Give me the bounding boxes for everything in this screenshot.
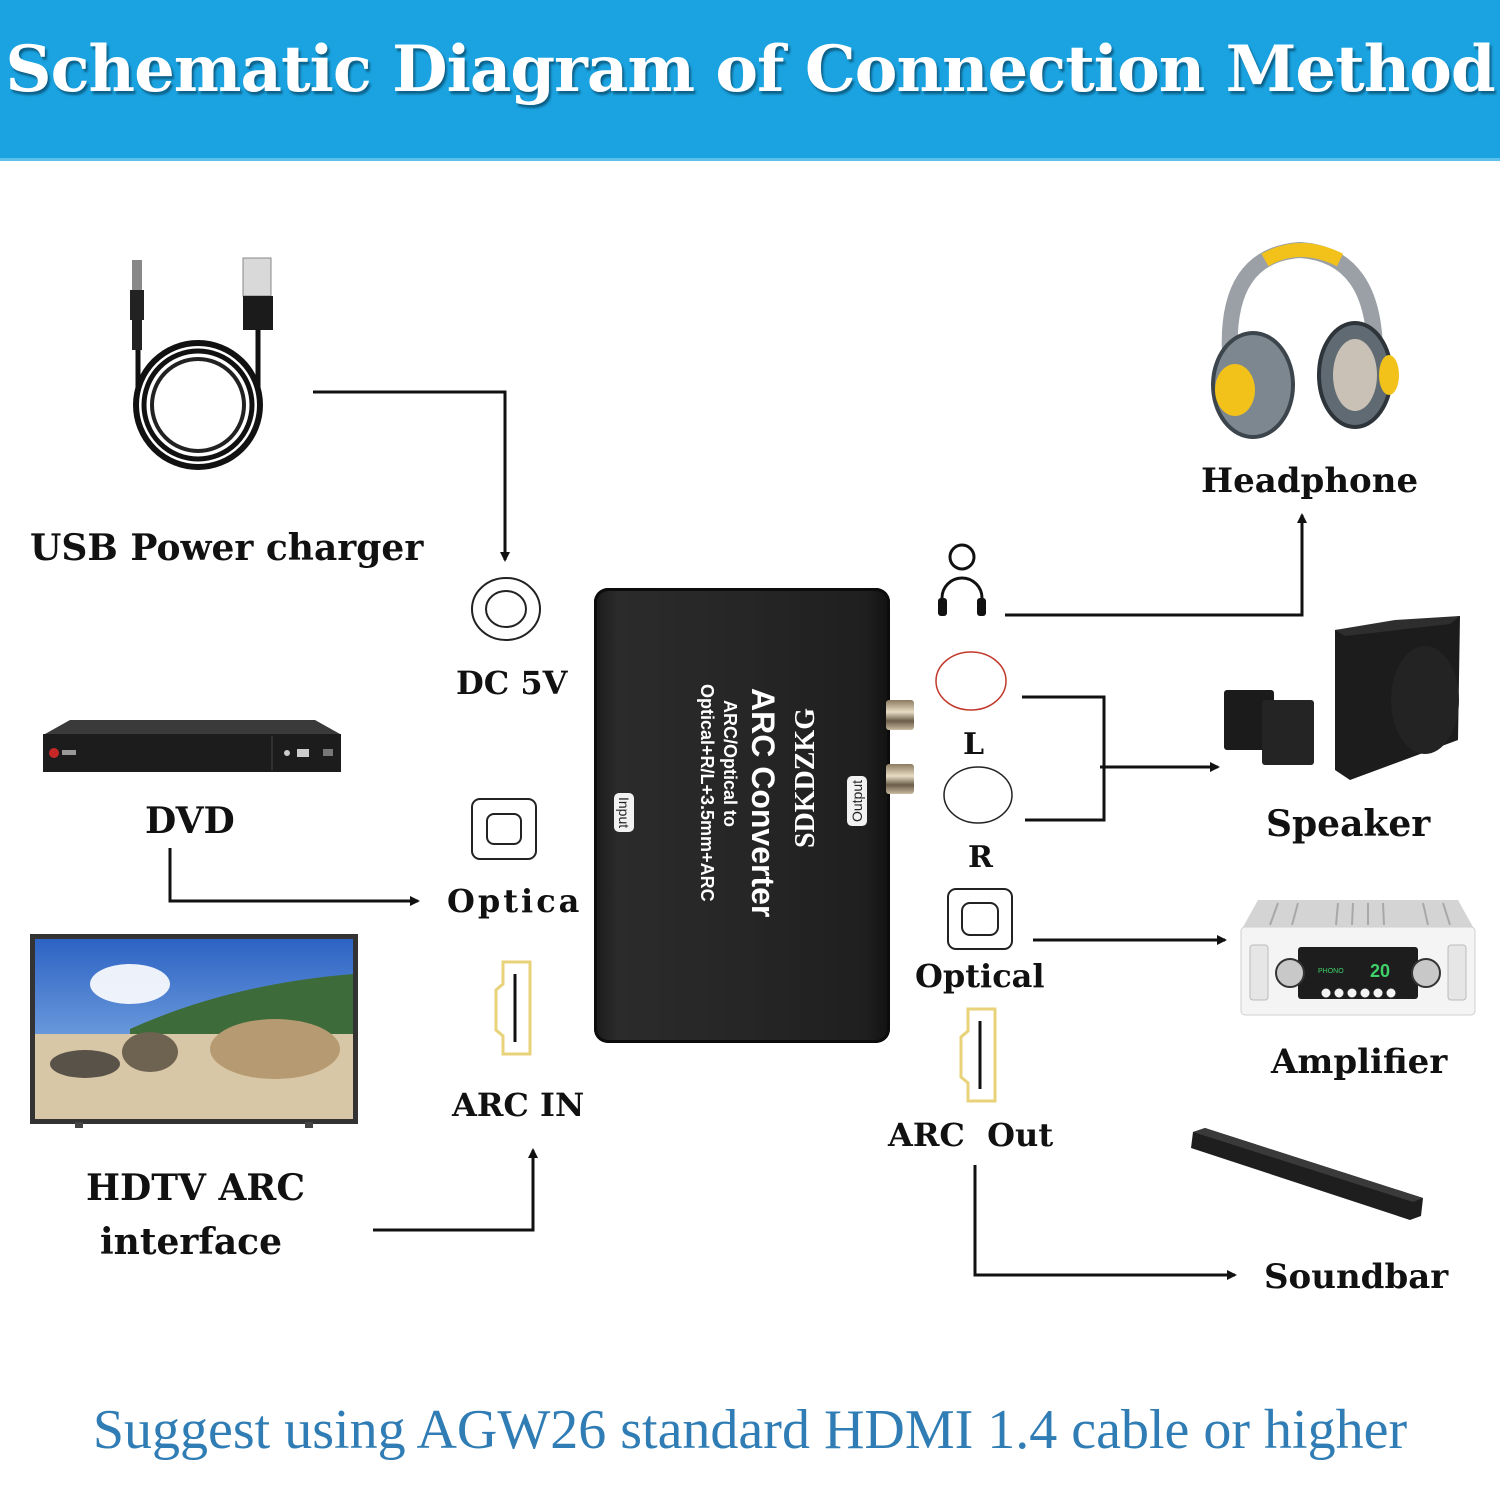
- arc-out-label: ARC Out: [888, 1116, 1054, 1154]
- speaker-label: Speaker: [1266, 803, 1431, 845]
- wire-l-out: [1022, 695, 1106, 822]
- television-icon: [30, 934, 358, 1128]
- page-title: Schematic Diagram of Connection Method: [5, 32, 1495, 107]
- headphones-icon: [1211, 241, 1399, 439]
- usb-cable-icon: [130, 257, 273, 470]
- l-port-label: L: [963, 727, 985, 762]
- amplifier-icon: 20 PHONO: [1240, 900, 1476, 1016]
- headphone-label: Headphone: [1201, 461, 1419, 501]
- r-port-label: R: [968, 840, 993, 875]
- title-banner: Schematic Diagram of Connection Method: [0, 0, 1500, 161]
- optical-input-label: Optica: [447, 882, 583, 920]
- speaker-set-icon: [1224, 616, 1460, 780]
- wire-headphone-out: [1005, 513, 1307, 617]
- usb-power-label: USB Power charger: [30, 527, 424, 569]
- brand-text: SDKDZKG: [790, 708, 821, 849]
- hdmi-in-port-icon: [494, 960, 532, 1056]
- amp-volume-display: 20: [1370, 961, 1390, 981]
- amp-mode-display: PHONO: [1318, 968, 1344, 975]
- arc-converter-device: SDKDZKG ARC Converter ARC/Optical to Opt…: [594, 588, 914, 1043]
- dvd-player-icon: [43, 720, 341, 772]
- hdtv-label-line2: interface: [100, 1221, 282, 1263]
- rca-l-jack: [886, 700, 914, 730]
- dc-jack-icon: [471, 577, 541, 641]
- wire-usb-to-dc: [313, 390, 510, 562]
- soundbar-icon: [1191, 1128, 1423, 1220]
- output-tag: Output: [847, 776, 867, 827]
- dvd-label: DVD: [145, 800, 235, 842]
- soundbar-label: Soundbar: [1264, 1257, 1449, 1297]
- optical-output-icon: [947, 888, 1013, 950]
- headphone-jack-icon: [938, 543, 986, 616]
- arc-in-label: ARC IN: [452, 1086, 585, 1124]
- wire-hdtv-to-arcin: [373, 1148, 538, 1232]
- rca-r-jack: [886, 764, 914, 794]
- optical-output-label: Optical: [915, 957, 1045, 995]
- hdmi-out-port-icon: [959, 1007, 997, 1103]
- input-tag: Input: [614, 793, 634, 833]
- dc-5v-label: DC 5V: [456, 664, 568, 702]
- description-line1: ARC/Optical to: [720, 700, 740, 828]
- amplifier-label: Amplifier: [1271, 1042, 1448, 1082]
- optical-input-icon: [471, 798, 537, 860]
- model-text: ARC Converter: [745, 688, 781, 918]
- description-line2: Optical+R/L+3.5mm+ARC: [697, 684, 717, 902]
- wire-dvd-to-optical: [168, 848, 420, 906]
- cable-recommendation-note: Suggest using AGW26 standard HDMI 1.4 ca…: [92, 1399, 1408, 1461]
- hdtv-label-line1: HDTV ARC: [86, 1167, 305, 1209]
- rca-r-port-icon: [943, 766, 1013, 824]
- wire-arcout-to-soundbar: [973, 1165, 1237, 1280]
- rca-l-port-icon: [935, 651, 1007, 711]
